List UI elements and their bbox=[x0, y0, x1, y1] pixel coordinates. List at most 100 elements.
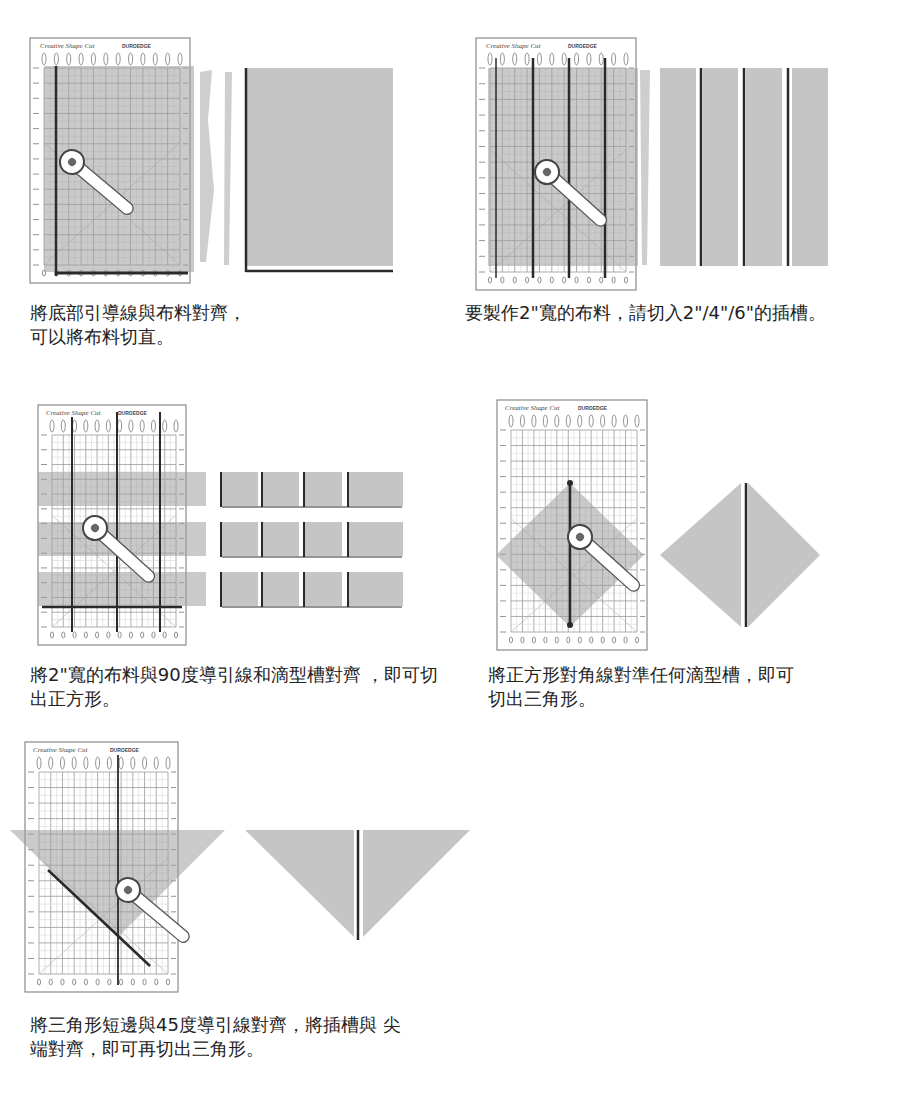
tick bbox=[171, 911, 176, 912]
grid-line bbox=[52, 619, 176, 620]
tick bbox=[479, 193, 485, 194]
tick bbox=[41, 449, 47, 450]
fabric-square bbox=[305, 572, 342, 606]
tick bbox=[33, 128, 39, 129]
ruler-logo: DUROEDGE bbox=[118, 410, 147, 417]
tick bbox=[28, 927, 34, 928]
tick bbox=[33, 68, 39, 69]
grid-line bbox=[39, 772, 168, 773]
slot bbox=[587, 53, 591, 65]
ruler-brand: Creative Shape Cut bbox=[486, 42, 541, 50]
fabric-square bbox=[222, 472, 258, 506]
slot bbox=[532, 637, 535, 643]
slot bbox=[513, 53, 517, 65]
rotary-cutter bbox=[563, 520, 646, 598]
fabric-square bbox=[263, 472, 299, 506]
guide-line bbox=[48, 870, 150, 966]
grid-line bbox=[511, 430, 637, 431]
slot bbox=[555, 415, 559, 427]
cut-edge bbox=[246, 270, 393, 273]
tick bbox=[500, 492, 506, 493]
slot bbox=[61, 420, 65, 432]
grid-line bbox=[52, 567, 176, 568]
rotary-cutter bbox=[55, 145, 139, 221]
cut-edge bbox=[220, 522, 222, 557]
tick bbox=[171, 818, 176, 819]
tick bbox=[41, 612, 47, 613]
grid-line bbox=[39, 810, 168, 811]
ruler-brand: Creative Shape Cut bbox=[505, 404, 560, 412]
grid-line bbox=[39, 942, 168, 943]
slot bbox=[42, 53, 46, 65]
fabric-square bbox=[349, 572, 403, 606]
slot bbox=[578, 637, 581, 643]
slot bbox=[155, 979, 158, 985]
slot bbox=[578, 415, 582, 427]
grid-line bbox=[39, 826, 168, 827]
ruler-brand: Creative Shape Cut bbox=[40, 42, 95, 50]
slot bbox=[163, 632, 166, 638]
slot bbox=[152, 632, 155, 638]
tick bbox=[640, 538, 645, 539]
caption: 將2"寬的布料與90度導引線和滴型槽對齊 ，即可切出正方形。 bbox=[30, 663, 440, 711]
slot bbox=[50, 420, 54, 432]
cut-line bbox=[42, 606, 182, 609]
tick bbox=[500, 600, 506, 601]
grid-line bbox=[511, 453, 637, 454]
tick bbox=[41, 567, 47, 568]
fabric-square bbox=[496, 483, 644, 627]
grid-line bbox=[52, 612, 176, 613]
tick bbox=[500, 430, 506, 431]
slot bbox=[67, 53, 71, 65]
cut-line bbox=[55, 66, 58, 276]
cut-line bbox=[116, 412, 118, 632]
cut-edge bbox=[745, 483, 748, 627]
tick bbox=[33, 113, 39, 114]
slot bbox=[501, 277, 504, 283]
grid-line bbox=[39, 974, 168, 975]
tick bbox=[640, 492, 645, 493]
tick bbox=[28, 880, 34, 881]
slot bbox=[116, 53, 120, 65]
tick bbox=[479, 224, 485, 225]
tick bbox=[500, 445, 506, 446]
tick bbox=[33, 83, 39, 84]
fabric-triangle bbox=[660, 483, 741, 627]
fabric-strip bbox=[792, 68, 828, 266]
slot bbox=[151, 420, 155, 432]
tick bbox=[33, 265, 39, 266]
slot bbox=[84, 420, 88, 432]
cut-edge bbox=[347, 572, 349, 607]
caption: 將三角形短邊與45度導引線對齊，將插槽與 尖端對齊，即可再切出三角形。 bbox=[30, 1013, 412, 1061]
slot bbox=[84, 632, 87, 638]
slot bbox=[129, 420, 133, 432]
slot bbox=[587, 277, 590, 283]
cut-edge bbox=[220, 572, 222, 607]
fabric-square bbox=[263, 572, 299, 606]
slot bbox=[600, 277, 603, 283]
tick bbox=[500, 585, 506, 586]
tick bbox=[28, 942, 34, 943]
slot bbox=[612, 53, 616, 65]
slot bbox=[129, 53, 133, 65]
slot bbox=[118, 420, 122, 432]
tick bbox=[33, 98, 39, 99]
slot bbox=[563, 277, 566, 283]
tick bbox=[629, 272, 634, 273]
tick bbox=[28, 818, 34, 819]
tick bbox=[171, 974, 176, 975]
tick bbox=[479, 130, 485, 131]
slot bbox=[154, 757, 158, 769]
rotary-cutter bbox=[530, 155, 613, 233]
slot bbox=[525, 53, 529, 65]
slot bbox=[537, 53, 541, 65]
cut-line bbox=[71, 412, 73, 632]
tick bbox=[179, 627, 184, 628]
fabric-scrap bbox=[200, 70, 214, 262]
cut-line bbox=[568, 58, 571, 278]
grid-line bbox=[52, 464, 176, 465]
slot bbox=[575, 277, 578, 283]
slot bbox=[538, 277, 541, 283]
cut-edge bbox=[261, 572, 263, 607]
grid-line bbox=[511, 624, 637, 625]
